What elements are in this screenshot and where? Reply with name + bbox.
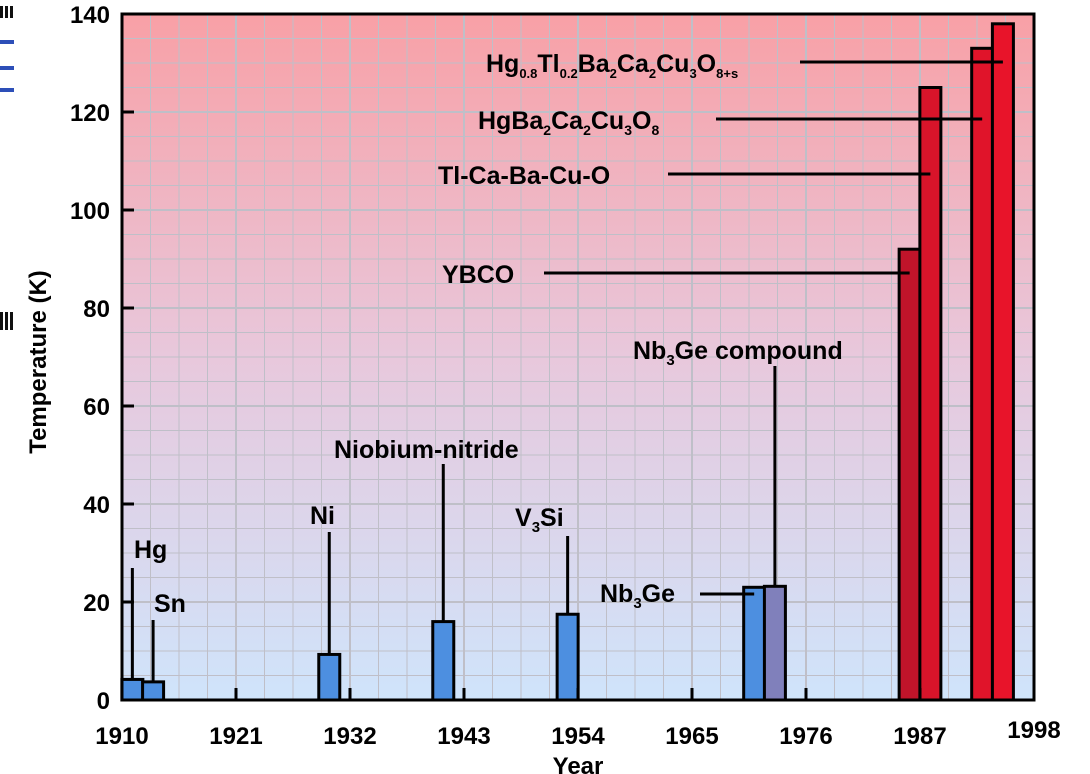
x-tick-label: 1965 bbox=[665, 723, 718, 750]
bar-1930-2 bbox=[317, 652, 342, 702]
bar-1993-9 bbox=[970, 46, 995, 702]
bar-1986-7 bbox=[897, 247, 922, 702]
label-v3si: V3Si bbox=[515, 504, 564, 536]
y-tick-label: 100 bbox=[70, 198, 110, 225]
y-tick-label: 0 bbox=[97, 688, 110, 715]
y-tick-label: 60 bbox=[83, 394, 110, 421]
label-ybco: YBCO bbox=[442, 261, 514, 289]
x-tick-label: 1910 bbox=[95, 723, 148, 750]
x-tick-label: 1987 bbox=[893, 723, 946, 750]
bars bbox=[120, 22, 1015, 702]
x-tick-label: 1998 bbox=[1007, 717, 1060, 744]
label-ni: Ni bbox=[310, 502, 335, 530]
bar-1988-8 bbox=[918, 86, 943, 702]
bar-1953-4 bbox=[555, 612, 580, 702]
axis-ticks bbox=[120, 12, 1036, 702]
bar-1911-0 bbox=[120, 677, 145, 702]
annotation-labels: Hg Sn Ni Niobium-nitride V3Si Nb3Ge Nb3G… bbox=[134, 50, 843, 618]
label-nb3ge-compound: Nb3Ge compound bbox=[633, 337, 843, 369]
bar-1973-6 bbox=[762, 584, 787, 702]
x-tick-label: 1976 bbox=[779, 723, 832, 750]
x-tick-label: 1954 bbox=[551, 723, 605, 750]
annotation-leaders bbox=[130, 60, 1003, 682]
bar-1971-5 bbox=[742, 585, 767, 702]
left-edge-marker-top bbox=[0, 6, 14, 18]
bar-1913-1 bbox=[141, 680, 166, 702]
x-tick-label: 1921 bbox=[209, 723, 262, 750]
x-tick-label: 1932 bbox=[323, 723, 376, 750]
bar-1995-10 bbox=[990, 22, 1015, 702]
y-tick-label: 40 bbox=[83, 492, 110, 519]
y-tick-label: 80 bbox=[83, 296, 110, 323]
y-tick-label: 20 bbox=[83, 590, 110, 617]
y-tick-label: 120 bbox=[70, 100, 110, 127]
y-axis-title: Temperature (K) bbox=[25, 270, 52, 454]
label-sn: Sn bbox=[154, 590, 186, 618]
x-tick-label: 1943 bbox=[437, 723, 490, 750]
label-tl-ca-ba-cu-o: Tl-Ca-Ba-Cu-O bbox=[438, 162, 610, 190]
axis-tick-labels: 1910 1921 1932 1943 1954 1965 1976 1987 1998 0 20 4… bbox=[70, 2, 1061, 750]
label-niobium-nitride: Niobium-nitride bbox=[334, 436, 519, 464]
label-hg: Hg bbox=[134, 536, 167, 564]
x-axis-title: Year bbox=[553, 753, 604, 774]
left-edge-blue-line-2 bbox=[0, 66, 14, 70]
left-edge-blue-line-3 bbox=[0, 88, 14, 92]
y-tick-label: 140 bbox=[70, 2, 110, 29]
left-edge-blue-line-1 bbox=[0, 40, 14, 44]
left-edge-marker-middle bbox=[0, 312, 14, 330]
label-hgba2ca2cu3o8: HgBa2Ca2Cu3O8 bbox=[478, 107, 659, 138]
bar-1941-3 bbox=[431, 620, 456, 702]
